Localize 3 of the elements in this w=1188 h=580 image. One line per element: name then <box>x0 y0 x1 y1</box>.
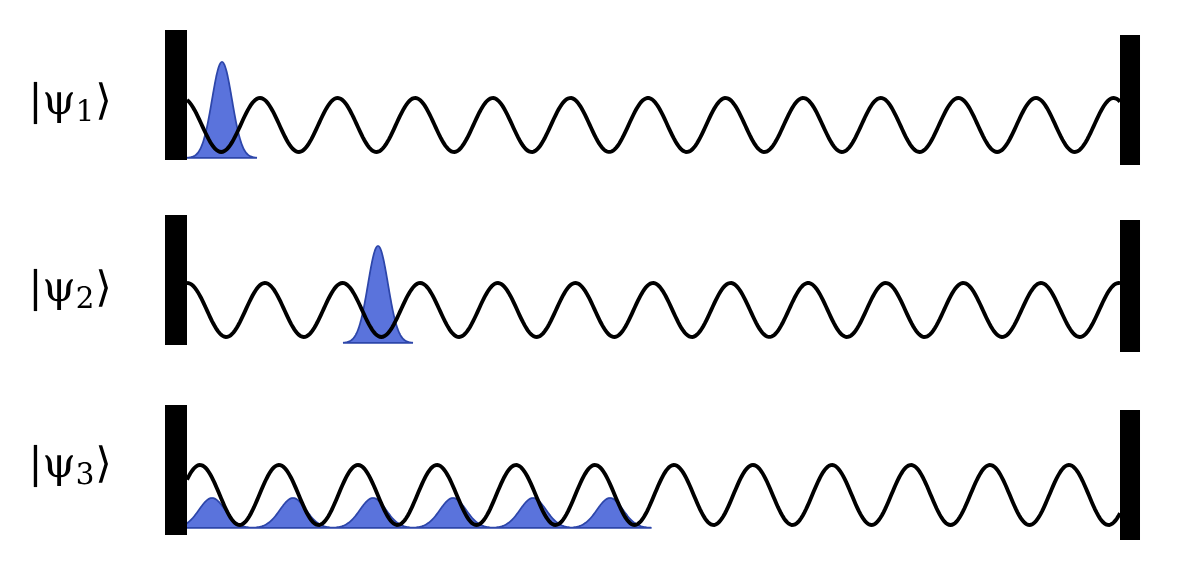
state-label: |ψ$_{1}$⟩ <box>33 81 108 125</box>
state-label: |ψ$_{2}$⟩ <box>33 268 108 312</box>
state-label: |ψ$_{3}$⟩ <box>33 444 108 488</box>
